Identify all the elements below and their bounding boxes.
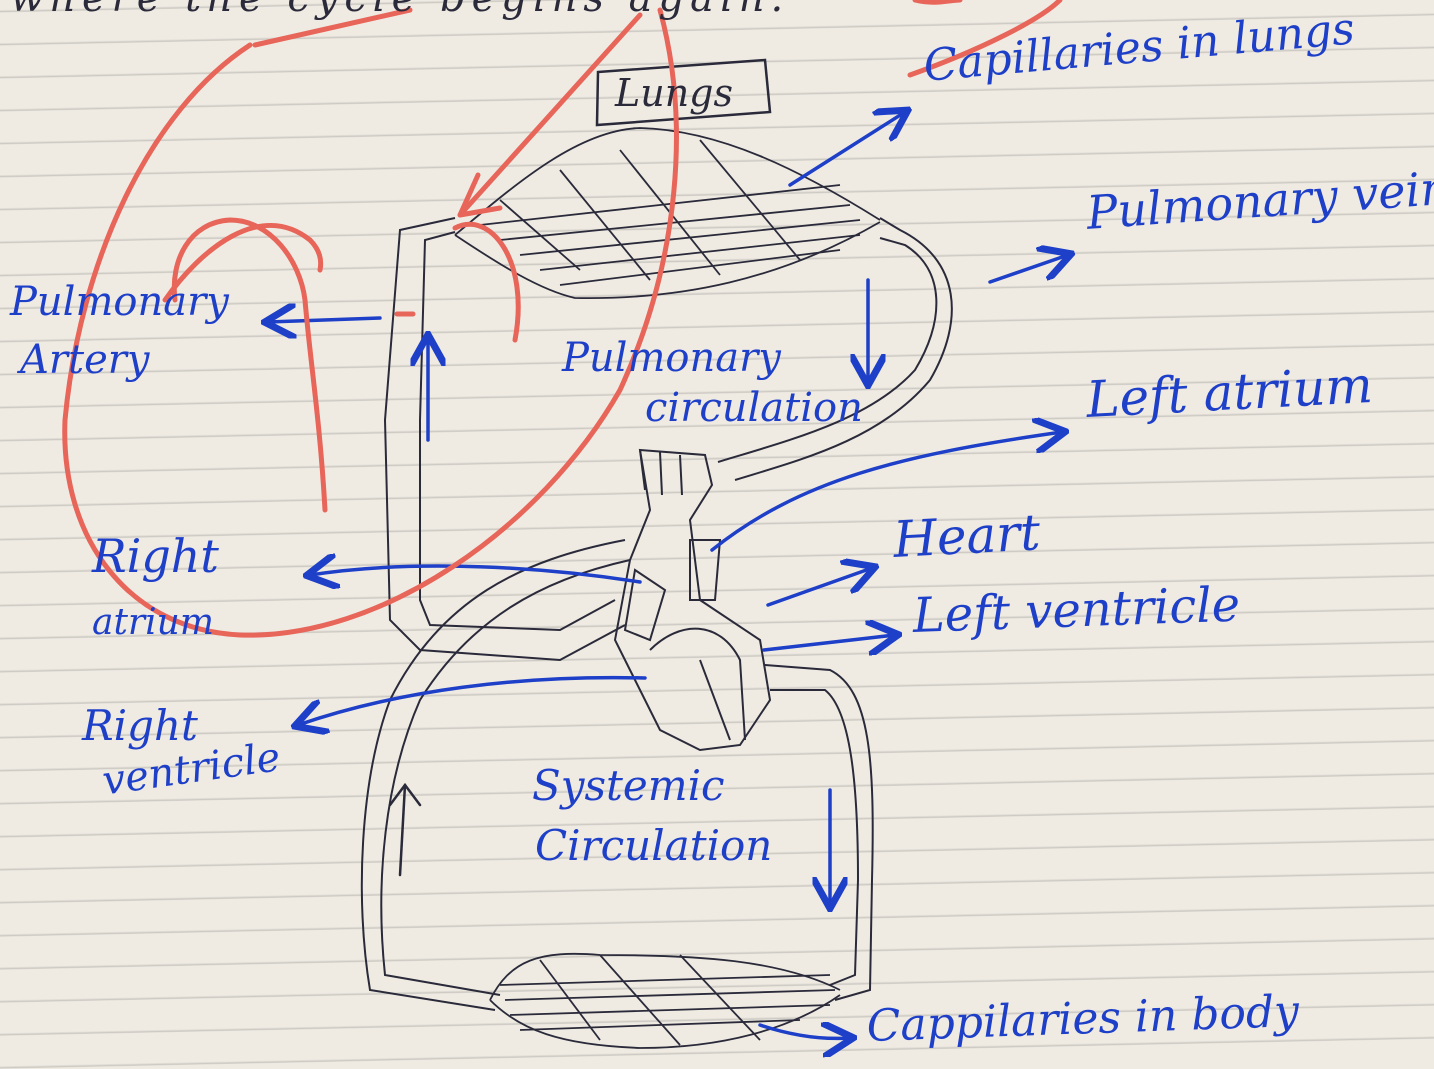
arrow-heart — [768, 568, 872, 605]
label-right-atrium-1: Right — [92, 533, 219, 579]
label-pulmonary-circulation-1: Pulmonary — [562, 338, 781, 378]
arrow-pulmonary-vein — [990, 255, 1068, 282]
label-pulmonary-artery-1: Pulmonary — [10, 282, 229, 322]
label-left-atrium: Left atrium — [1085, 360, 1374, 425]
label-pulmonary-artery-2: Artery — [20, 340, 149, 380]
arrow-right-atrium — [310, 566, 640, 582]
label-pulmonary-circulation-2: circulation — [645, 388, 863, 428]
label-systemic-circulation-1: Systemic — [532, 765, 725, 807]
label-right-atrium-2: atrium — [92, 605, 214, 641]
heart-sketch — [615, 450, 770, 750]
red-arrow-stroke — [460, 15, 640, 215]
label-systemic-circulation-2: Circulation — [535, 825, 772, 867]
label-right-ventricle-1: Right — [82, 705, 198, 747]
arrow-right-ventricle — [298, 678, 645, 725]
header-text: where the cycle begins again. — [10, 0, 789, 18]
label-heart: Heart — [892, 507, 1041, 565]
label-lungs: Lungs — [615, 74, 733, 112]
arrow-left-ventricle — [764, 635, 895, 650]
red-top-right-arc — [915, 0, 960, 2]
label-left-ventricle: Left ventricle — [912, 581, 1241, 640]
flow-arrow-systemic-up — [390, 785, 420, 875]
arrow-capillaries-lungs — [790, 112, 905, 185]
lung-capillary-bed — [455, 128, 880, 298]
arrow-pulmonary-artery — [268, 318, 380, 322]
